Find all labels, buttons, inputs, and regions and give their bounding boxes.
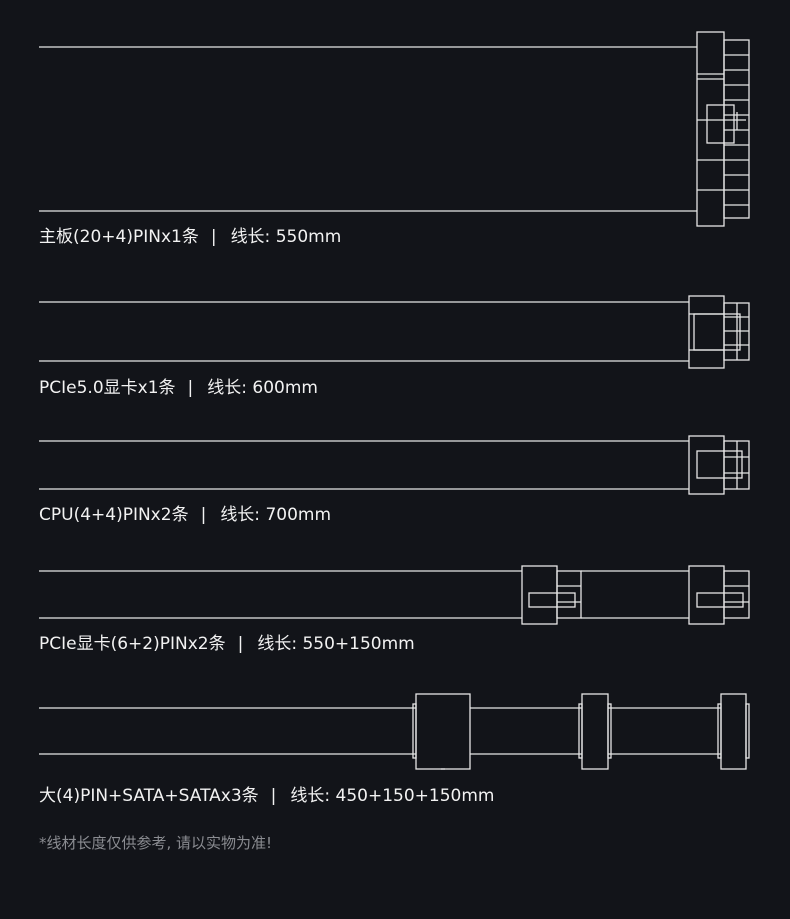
label-separator: | [200,505,207,525]
cable-2-drawing [39,295,750,369]
cable-5-label: 大(4)PIN+SATA+SATAx3条 | 线长: 450+150+150mm [39,785,494,807]
pcie-8pin-connector-2 [688,565,750,625]
cable-1-drawing [39,31,750,227]
cable-3-length: 线长: 700mm [220,505,332,525]
pcie5-12vhpwr-connector [688,295,750,369]
cable-5-name: 大(4)PIN+SATA+SATAx3条 [39,786,259,806]
label-separator: | [210,227,217,247]
cable-2-length: 线长: 600mm [207,378,318,398]
cable-3-label: CPU(4+4)PINx2条 | 线长: 700mm [39,504,331,526]
label-separator: | [270,786,277,806]
cable-2-name: PCIe5.0显卡x1条 [39,378,176,398]
disclaimer-note: *线材长度仅供参考, 请以实物为准! [39,834,273,852]
cable-2-label: PCIe5.0显卡x1条 | 线长: 600mm [39,377,318,399]
atx-24pin-connector [696,31,750,227]
pcie-8pin-connector-1 [521,565,582,625]
cable-3-drawing [39,435,750,495]
cable-4-name: PCIe显卡(6+2)PINx2条 [39,634,226,654]
cpu-8pin-connector [688,435,750,495]
label-separator: | [187,378,194,398]
sata-connector-2 [717,693,750,770]
sata-connector-1 [578,693,612,770]
molex-4pin-connector [412,693,471,770]
cable-5-length: 线长: 450+150+150mm [290,786,495,806]
cable-4-drawing [39,565,750,625]
cable-1-length: 线长: 550mm [230,227,342,247]
label-separator: | [237,634,244,654]
cable-3-name: CPU(4+4)PINx2条 [39,505,189,525]
cable-4-label: PCIe显卡(6+2)PINx2条 | 线长: 550+150mm [39,633,415,655]
cable-4-length: 线长: 550+150mm [257,634,415,654]
cable-5-drawing [39,693,750,770]
cable-1-name: 主板(20+4)PINx1条 [39,227,199,247]
cable-1-label: 主板(20+4)PINx1条 | 线长: 550mm [39,226,341,248]
